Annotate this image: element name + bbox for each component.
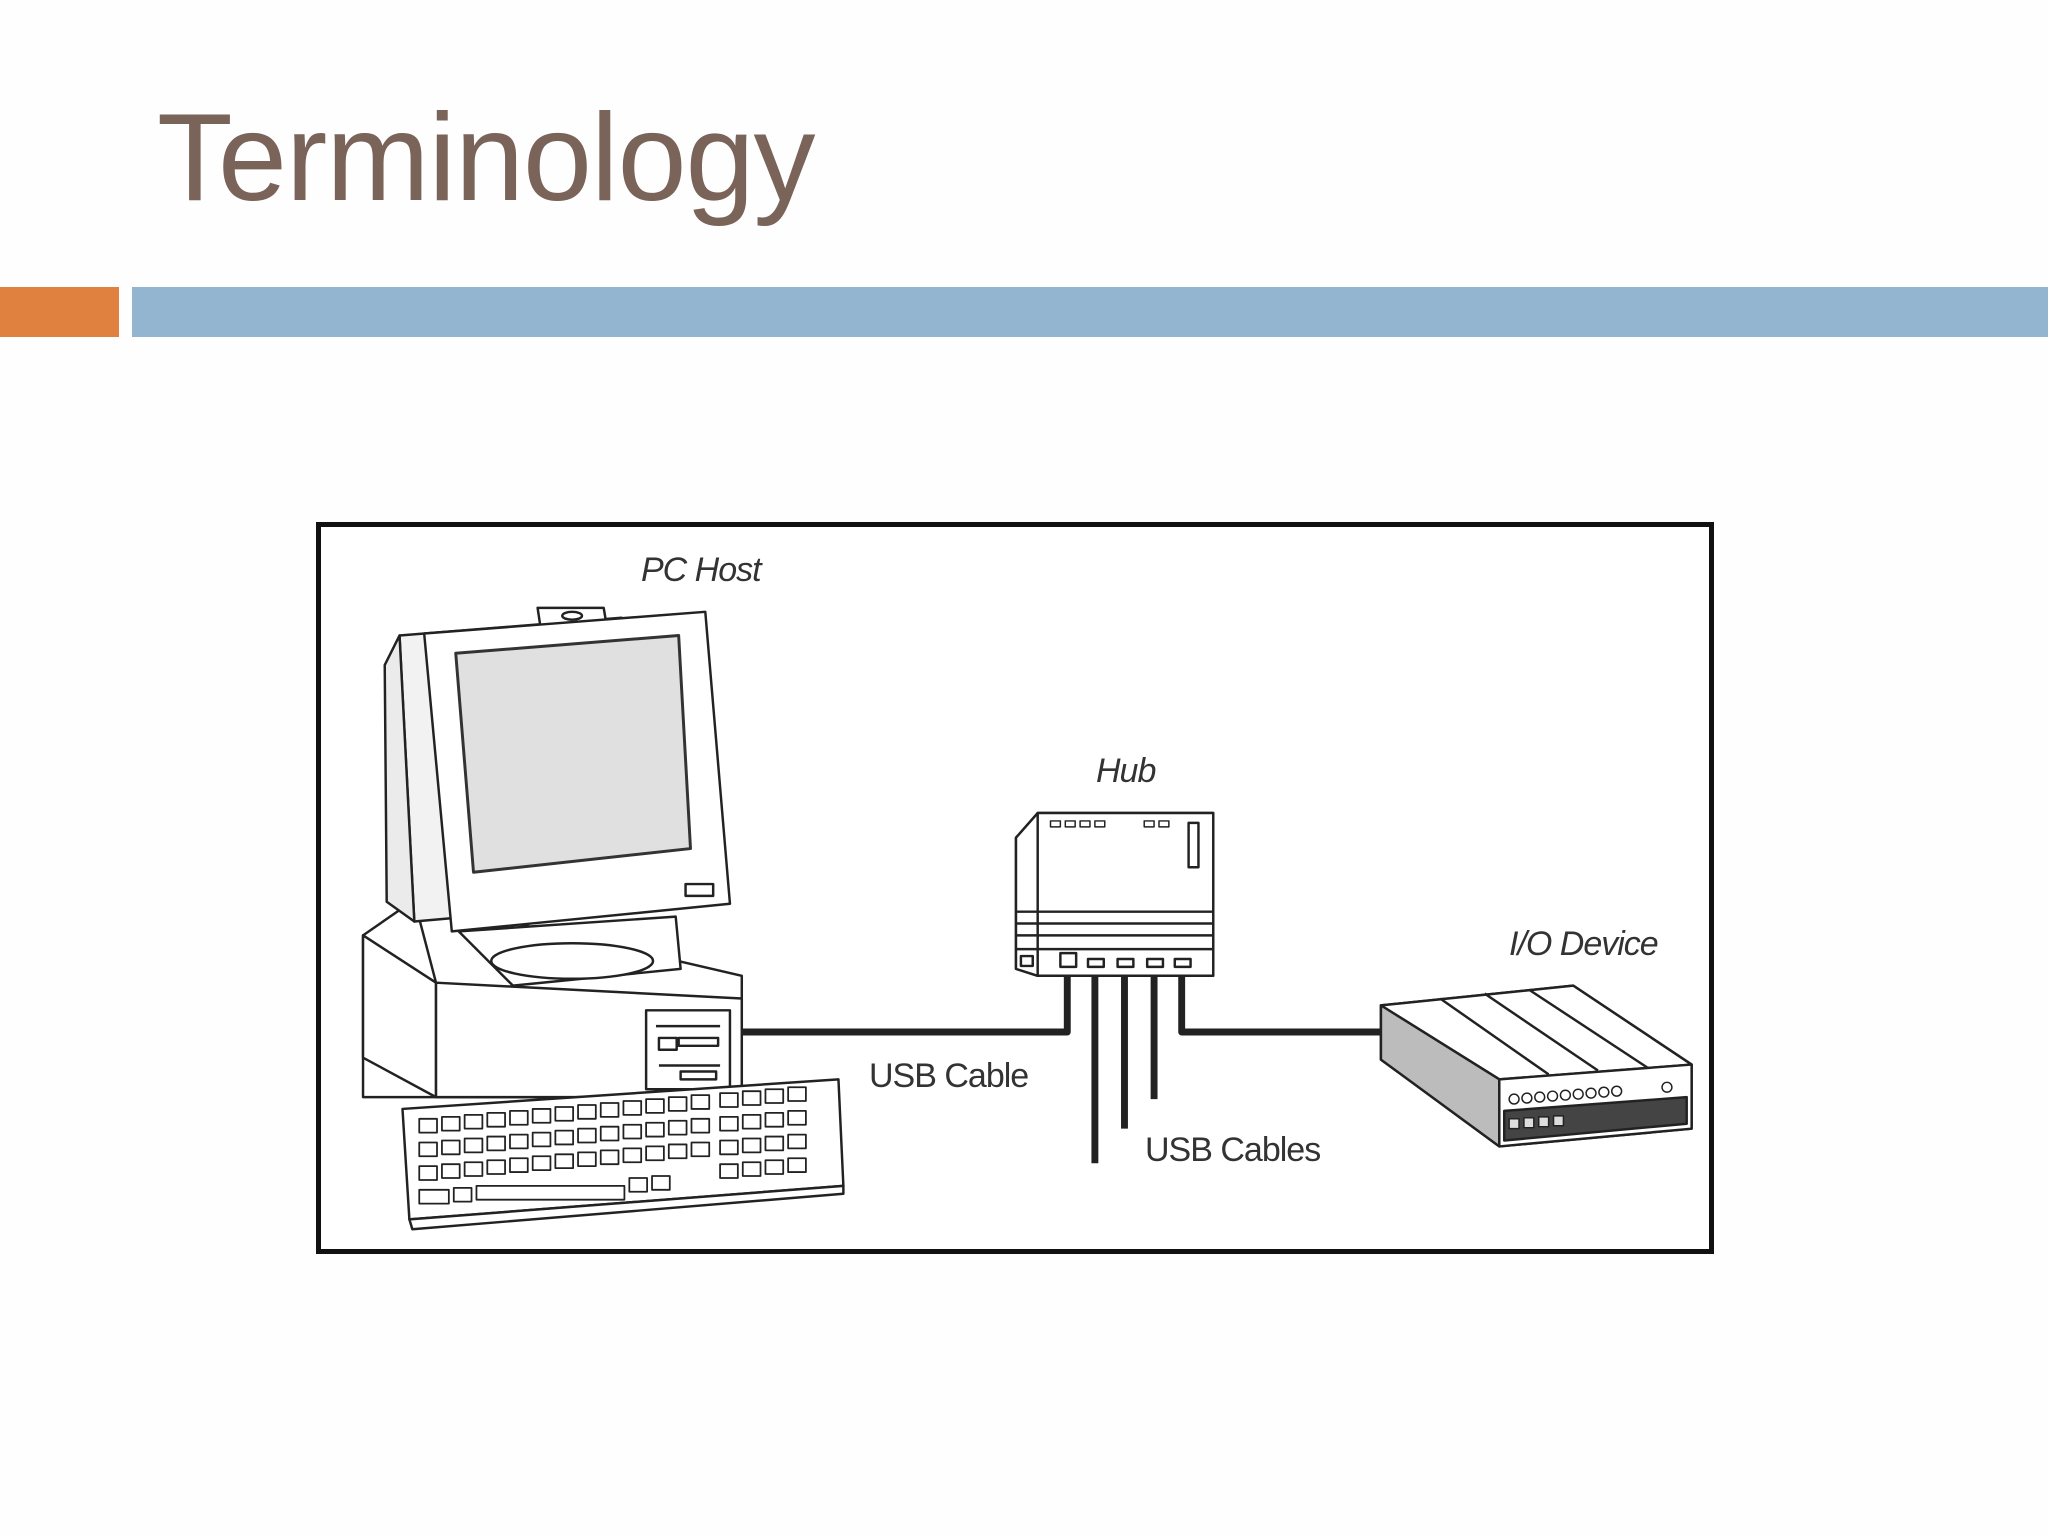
usb-cable-lines: [741, 965, 1386, 1164]
hub-icon: [1014, 811, 1215, 978]
io-device-label: I/O Device: [1509, 925, 1659, 963]
usb-cable-label: USB Cable: [869, 1057, 1029, 1095]
title-rule-bar: [132, 287, 2048, 337]
usb-cables-label: USB Cables: [1145, 1131, 1321, 1169]
pc-host-label: PC Host: [641, 551, 762, 589]
title-accent-bar: [0, 287, 119, 337]
usb-topology-illustration: [361, 606, 1693, 1231]
keyboard-icon: [401, 1078, 845, 1231]
io-device-icon: [1379, 984, 1693, 1148]
slide-title: Terminology: [157, 89, 815, 227]
pc-host-icon: [361, 606, 845, 1231]
hub-label: Hub: [1096, 752, 1156, 790]
usb-topology-figure: PC Host Hub I/O Device USB Cable USB Cab…: [316, 522, 1714, 1254]
